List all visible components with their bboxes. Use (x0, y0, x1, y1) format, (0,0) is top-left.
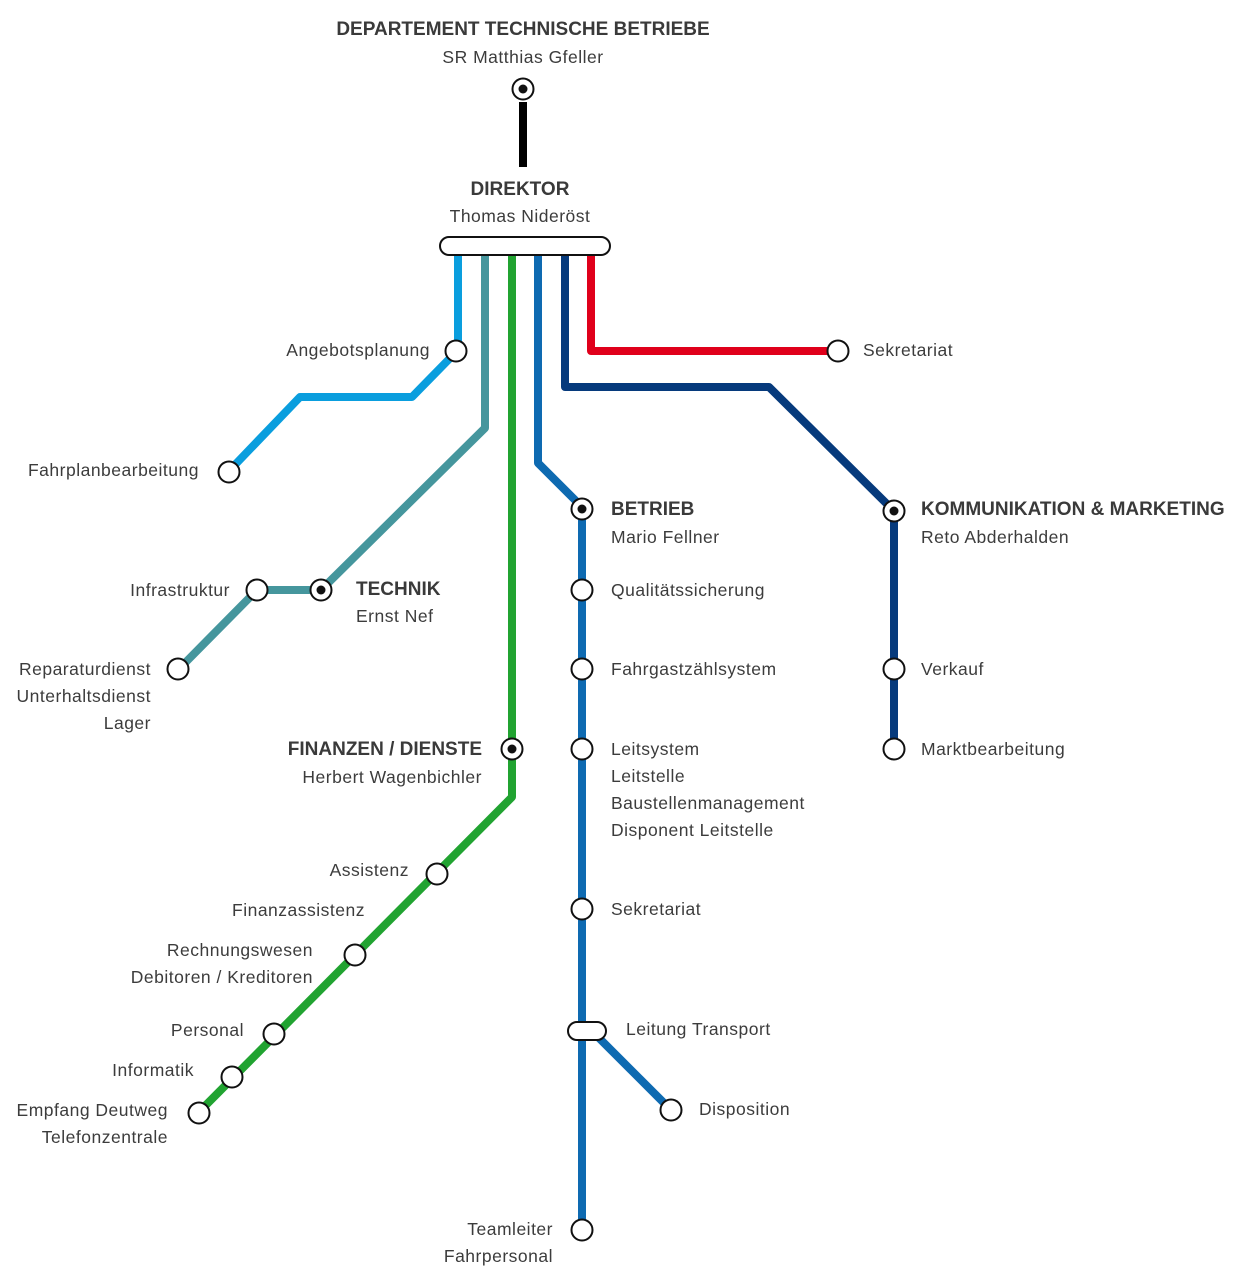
head-dot-kommunikation (889, 506, 899, 516)
line-red (587, 255, 838, 355)
station-disposition (659, 1098, 683, 1122)
technik-name: Ernst Nef (356, 606, 434, 626)
label-fahrplanbearbeitung: Fahrplanbearbeitung (27, 460, 199, 480)
label-empfang-deutweg: Empfang Deutweg (16, 1100, 168, 1120)
label-leitsystem: Leitsystem (611, 739, 700, 759)
head-dot-departement (518, 84, 528, 94)
station-teamleiter (570, 1218, 594, 1242)
director-interchange (439, 236, 611, 256)
label-disponent-leitstelle: Disponent Leitstelle (611, 820, 774, 840)
label-rechnungswesen: Rechnungswesen (166, 940, 313, 960)
label-infrastruktur: Infrastruktur (130, 580, 230, 600)
line-navy (561, 255, 898, 748)
director-title: DIREKTOR (470, 179, 570, 200)
label-angebotsplanung: Angebotsplanung (286, 340, 430, 360)
label-sekretariat-direktor: Sekretariat (863, 340, 954, 360)
station-empfang (187, 1101, 211, 1125)
station-sekretariat-direktor (826, 339, 850, 363)
station-assistenz (425, 862, 449, 886)
label-qualitaetssicherung: Qualitätssicherung (611, 580, 765, 600)
station-informatik (220, 1065, 244, 1089)
label-baustellenmanagement: Baustellenmanagement (611, 793, 805, 813)
label-teamleiter: Teamleiter (467, 1219, 553, 1239)
label-fahrgastzaehlsystem: Fahrgastzählsystem (611, 659, 777, 679)
station-sekretariat-betrieb (570, 897, 594, 921)
head-dot-technik (316, 585, 326, 595)
betrieb-title: BETRIEB (611, 499, 695, 520)
station-verkauf (882, 657, 906, 681)
station-reparaturdienst (166, 657, 190, 681)
label-debitoren-kreditoren: Debitoren / Kreditoren (130, 967, 313, 987)
label-teamleiter-group: Teamleiter Fahrpersonal (444, 1216, 553, 1270)
label-leitstelle: Leitstelle (611, 766, 686, 786)
line-mid-blue-branch (589, 1028, 673, 1112)
label-unterhaltsdienst: Unterhaltsdienst (16, 686, 151, 706)
label-leitung-transport: Leitung Transport (626, 1019, 771, 1039)
line-light-blue (226, 255, 462, 474)
line-green (196, 255, 516, 1115)
label-empfang-group: Empfang Deutweg Telefonzentrale (17, 1097, 168, 1151)
label-marktbearbeitung: Marktbearbeitung (921, 739, 1066, 759)
station-personal (262, 1022, 286, 1046)
station-marktbearbeitung (882, 737, 906, 761)
label-reparaturdienst: Reparaturdienst (18, 659, 151, 679)
director-name: Thomas Nideröst (449, 206, 591, 226)
label-leitsystem-group: Leitsystem Leitstelle Baustellenmanageme… (611, 736, 805, 844)
label-disposition: Disposition (699, 1099, 791, 1119)
finanzen-name: Herbert Wagenbichler (302, 767, 482, 787)
label-fahrpersonal: Fahrpersonal (443, 1246, 553, 1266)
station-leitsystem (570, 737, 594, 761)
label-reparatur-group: Reparaturdienst Unterhaltsdienst Lager (17, 656, 151, 737)
header-subtitle: SR Matthias Gfeller (442, 47, 604, 67)
label-informatik: Informatik (112, 1060, 194, 1080)
kommunikation-name: Reto Abderhalden (921, 527, 1070, 547)
label-personal: Personal (170, 1020, 244, 1040)
technik-title: TECHNIK (356, 579, 441, 600)
station-rechnungswesen (343, 943, 367, 967)
header-title: DEPARTEMENT TECHNISCHE BETRIEBE (336, 19, 710, 40)
betrieb-name: Mario Fellner (611, 527, 720, 547)
label-assistenz: Assistenz (329, 860, 409, 880)
label-verkauf: Verkauf (921, 659, 984, 679)
kommunikation-title: KOMMUNIKATION & MARKETING (921, 499, 1225, 520)
line-mid-blue (534, 255, 586, 1230)
station-angebotsplanung (444, 339, 468, 363)
label-finanzassistenz: Finanzassistenz (232, 900, 365, 920)
station-qualitaetssicherung (570, 578, 594, 602)
station-fahrplanbearbeitung (217, 460, 241, 484)
label-telefonzentrale: Telefonzentrale (41, 1127, 168, 1147)
head-dot-betrieb (577, 504, 587, 514)
finanzen-title: FINANZEN / DIENSTE (287, 739, 482, 760)
station-infrastruktur (245, 578, 269, 602)
label-lager: Lager (103, 713, 151, 733)
station-fahrgastzaehlsystem (570, 657, 594, 681)
leitung-transport-interchange (567, 1021, 607, 1041)
label-rechnungswesen-group: Rechnungswesen Debitoren / Kreditoren (131, 937, 313, 991)
head-dot-finanzen (507, 744, 517, 754)
label-sekretariat-betrieb: Sekretariat (611, 899, 702, 919)
